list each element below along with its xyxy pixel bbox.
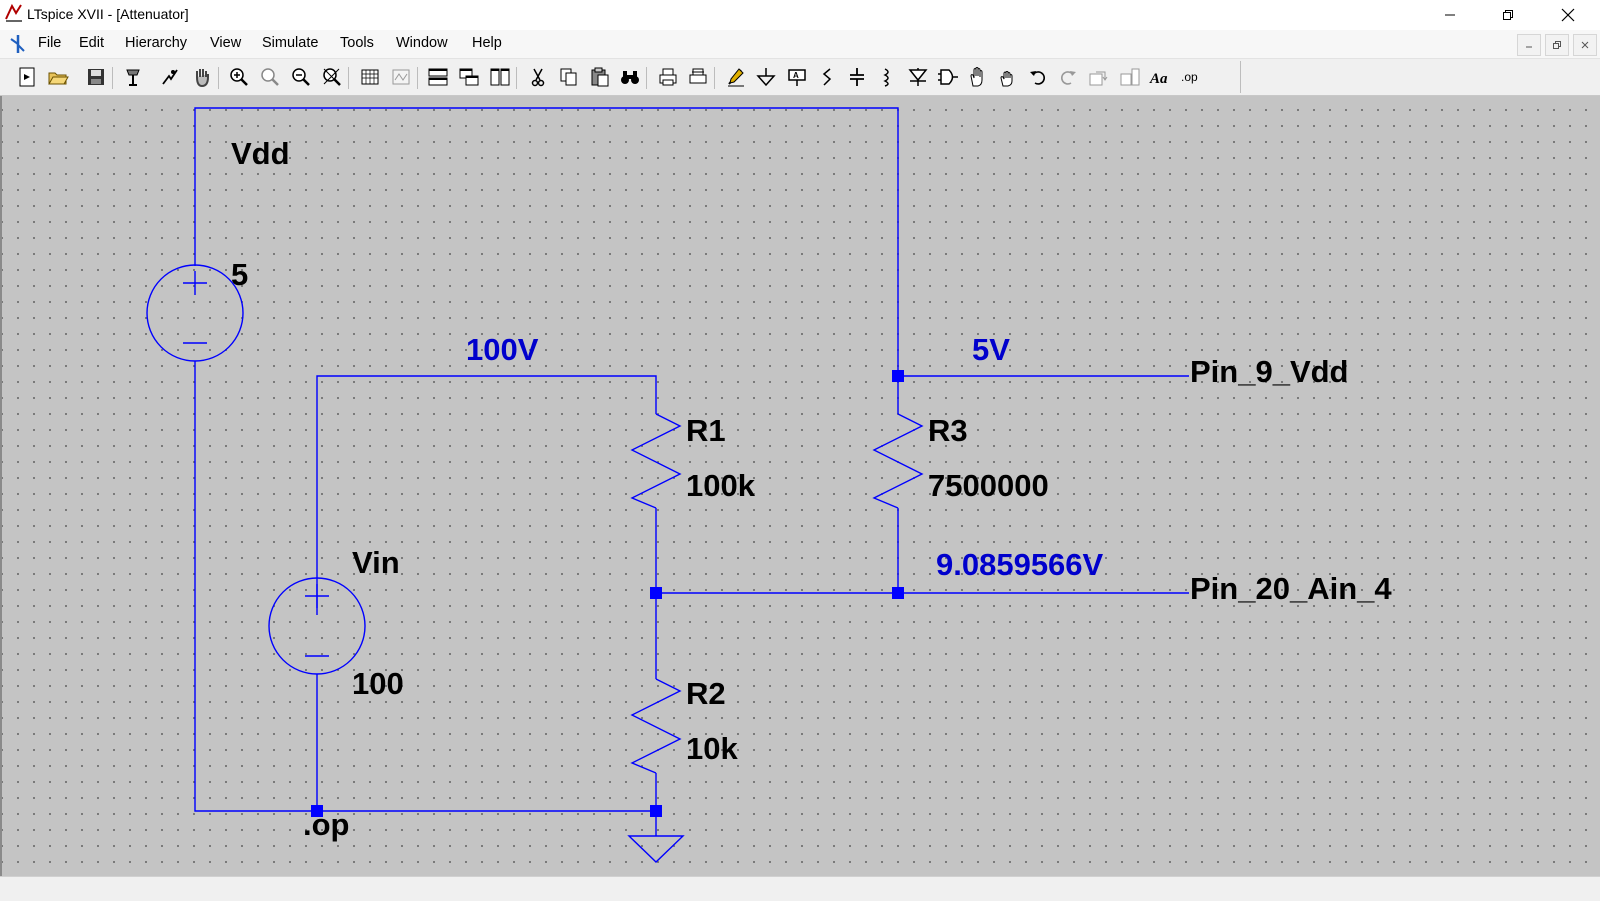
svg-text:A: A <box>793 71 799 80</box>
net-label-pin9[interactable]: Pin_9_Vdd <box>1190 354 1349 389</box>
minimize-icon <box>1526 46 1532 48</box>
menu-hierarchy[interactable]: Hierarchy <box>125 35 188 51</box>
zoom-cancel-icon[interactable] <box>321 66 343 88</box>
run-icon[interactable] <box>159 66 181 88</box>
vdd-value-label[interactable]: 5 <box>231 257 248 292</box>
r1-value-label[interactable]: 100k <box>686 468 756 503</box>
resistor-icon[interactable] <box>816 66 838 88</box>
save-icon[interactable] <box>85 66 107 88</box>
print-icon[interactable] <box>657 66 679 88</box>
vin-voltage-source[interactable] <box>268 577 366 675</box>
menu-help[interactable]: Help <box>472 35 502 51</box>
undo-icon[interactable] <box>1027 66 1049 88</box>
menu-simulate[interactable]: Simulate <box>262 35 319 51</box>
control-panel-icon[interactable] <box>122 66 144 88</box>
r3-resistor[interactable] <box>872 413 924 509</box>
ltspice-app-icon[interactable] <box>4 3 24 23</box>
vin-name-label[interactable]: Vin <box>352 545 400 580</box>
minimize-icon <box>1445 14 1455 16</box>
op-directive[interactable]: .op <box>303 807 350 842</box>
print-preview-icon[interactable] <box>687 66 709 88</box>
menu-edit[interactable]: Edit <box>79 35 104 51</box>
title-bar: LTspice XVII - [Attenuator] <box>0 0 1600 30</box>
node-voltage-vdd: 5V <box>972 332 1010 367</box>
svg-text:Aa: Aa <box>1149 71 1168 87</box>
paste-icon[interactable] <box>589 66 611 88</box>
ground-icon[interactable] <box>755 66 777 88</box>
r1-name-label[interactable]: R1 <box>686 413 726 448</box>
redo-icon[interactable] <box>1057 66 1079 88</box>
waveform-icon[interactable] <box>390 66 412 88</box>
spice-directive-icon[interactable]: .op <box>1180 66 1202 88</box>
close-button[interactable] <box>1544 0 1592 30</box>
label-net-icon[interactable]: A <box>786 66 808 88</box>
mdi-close-button[interactable] <box>1573 34 1597 56</box>
open-icon[interactable] <box>47 66 69 88</box>
restore-button[interactable] <box>1484 0 1532 30</box>
r1-resistor[interactable] <box>630 413 682 509</box>
vdd-name-label[interactable]: Vdd <box>231 136 290 171</box>
schematic-drawing[interactable]: Vdd 5 Vin 100 R1 100k R3 7500000 R2 10k … <box>2 96 1600 876</box>
minimize-button[interactable] <box>1426 0 1474 30</box>
mirror-icon[interactable] <box>1119 66 1141 88</box>
tile-horizontal-icon[interactable] <box>427 66 449 88</box>
cut-icon[interactable] <box>527 66 549 88</box>
diode-icon[interactable] <box>907 66 929 88</box>
rotate-icon[interactable] <box>1088 66 1110 88</box>
junction-dot <box>311 805 323 817</box>
component-icon[interactable] <box>937 66 959 88</box>
status-bar <box>0 876 1600 901</box>
zoom-out-icon[interactable] <box>290 66 312 88</box>
junction-dot <box>650 805 662 817</box>
capacitor-icon[interactable] <box>846 66 868 88</box>
mdi-minimize-button[interactable] <box>1517 34 1541 56</box>
cascade-icon[interactable] <box>458 66 480 88</box>
inductor-icon[interactable] <box>876 66 898 88</box>
ground-symbol[interactable] <box>627 835 685 863</box>
restore-icon <box>1553 41 1561 49</box>
svg-text:.op: .op <box>1181 70 1198 84</box>
text-icon[interactable]: Aa <box>1149 66 1171 88</box>
junction-dot <box>650 587 662 599</box>
autorange-icon[interactable] <box>359 66 381 88</box>
mdi-restore-button[interactable] <box>1545 34 1569 56</box>
r2-resistor[interactable] <box>630 678 682 774</box>
node-voltage-ain: 9.0859566V <box>936 547 1104 582</box>
move-icon[interactable] <box>967 66 989 88</box>
r3-value-label[interactable]: 7500000 <box>928 468 1049 503</box>
wire-vdd-top[interactable] <box>194 107 899 376</box>
junction-dot <box>892 370 904 382</box>
close-icon <box>1581 41 1589 49</box>
r3-name-label[interactable]: R3 <box>928 413 968 448</box>
vdd-voltage-source[interactable] <box>146 264 244 362</box>
wire-vdd-bottom[interactable] <box>194 361 656 812</box>
menu-tools[interactable]: Tools <box>340 35 374 51</box>
node-voltage-input: 100V <box>466 332 539 367</box>
window-title: LTspice XVII - [Attenuator] <box>27 6 189 22</box>
vin-value-label[interactable]: 100 <box>352 666 404 701</box>
restore-icon <box>1503 10 1513 20</box>
r2-value-label[interactable]: 10k <box>686 731 738 766</box>
menu-view[interactable]: View <box>210 35 242 51</box>
drag-icon[interactable] <box>997 66 1019 88</box>
tile-vertical-icon[interactable] <box>489 66 511 88</box>
menu-window[interactable]: Window <box>396 35 448 51</box>
net-label-pin20[interactable]: Pin_20_Ain_4 <box>1190 571 1392 606</box>
r2-name-label[interactable]: R2 <box>686 676 726 711</box>
wire-icon[interactable] <box>725 66 747 88</box>
junction-dot <box>892 587 904 599</box>
schematic-canvas[interactable]: Vdd 5 Vin 100 R1 100k R3 7500000 R2 10k … <box>0 96 1600 876</box>
zoom-fit-icon[interactable] <box>259 66 281 88</box>
menu-bar: File Edit Hierarchy View Simulate Tools … <box>0 30 1600 59</box>
menu-file[interactable]: File <box>38 35 62 51</box>
halt-icon[interactable] <box>191 66 213 88</box>
copy-icon[interactable] <box>558 66 580 88</box>
close-icon <box>1561 8 1575 22</box>
zoom-in-icon[interactable] <box>228 66 250 88</box>
document-icon[interactable] <box>6 33 28 55</box>
toolbar: A Aa .op <box>0 59 1600 96</box>
wire-input-top[interactable] <box>316 375 657 615</box>
find-icon[interactable] <box>619 66 641 88</box>
new-schematic-icon[interactable] <box>16 66 38 88</box>
